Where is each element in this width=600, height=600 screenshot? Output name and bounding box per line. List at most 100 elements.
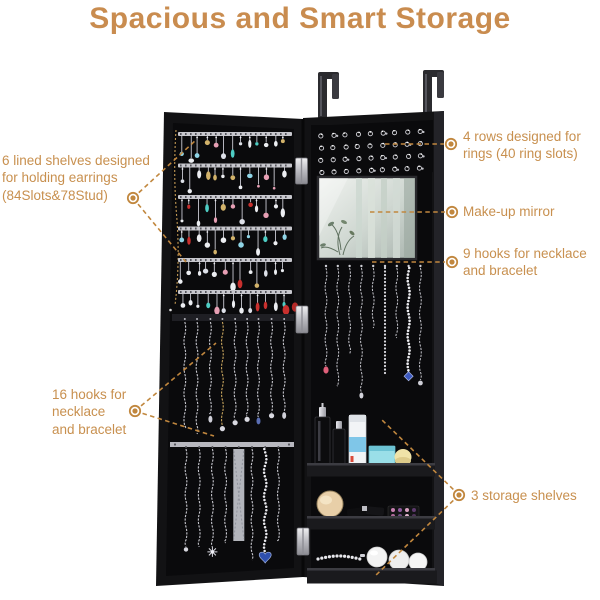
decor-shape	[248, 202, 253, 207]
decor-shape	[336, 267, 340, 387]
decor-shape	[323, 366, 329, 374]
decor-shape	[245, 321, 249, 417]
decor-shape	[383, 280, 387, 284]
callout-dot-rings	[444, 137, 458, 151]
decor-shape	[196, 318, 199, 320]
decor-shape	[383, 319, 387, 322]
decor-shape	[418, 128, 421, 131]
decor-shape	[181, 168, 184, 170]
decor-shape	[348, 267, 351, 355]
decor-shape	[262, 522, 266, 526]
decor-shape	[239, 168, 242, 170]
decor-shape	[418, 380, 423, 386]
decor-shape	[195, 321, 199, 435]
decor-shape	[407, 326, 411, 329]
decor-shape	[422, 130, 425, 134]
decor-shape	[257, 321, 260, 418]
decor-shape	[406, 306, 409, 309]
decor-shape	[183, 547, 189, 552]
decor-shape	[383, 284, 387, 287]
decor-shape	[272, 186, 276, 190]
bracelet-on-shelf	[316, 554, 365, 561]
cosmetic-tube-white	[348, 414, 367, 466]
decor-shape	[194, 153, 200, 158]
decor-shape	[369, 143, 371, 145]
decor-shape	[248, 136, 251, 139]
decor-shape	[407, 129, 410, 132]
decor-shape	[370, 167, 373, 170]
callout-line-shelves-up	[380, 418, 460, 496]
decor-shape	[383, 326, 387, 329]
decor-shape	[406, 329, 410, 333]
over-door-hook-left	[318, 72, 339, 120]
decor-shape	[332, 157, 335, 159]
callout-text: Make-up mirror	[463, 204, 555, 219]
callout-text: 16 hooks for	[52, 387, 127, 402]
decor-shape	[339, 554, 343, 558]
decor-shape	[406, 273, 410, 276]
decor-shape	[382, 142, 385, 145]
decor-shape	[238, 142, 243, 146]
decor-shape	[263, 474, 267, 478]
decor-shape	[407, 270, 410, 273]
decor-shape	[407, 296, 411, 300]
decor-shape	[187, 236, 191, 245]
decor-shape	[406, 166, 409, 168]
decor-shape	[407, 286, 411, 290]
decor-shape	[320, 169, 322, 172]
decor-shape	[264, 478, 268, 481]
decor-shape	[407, 312, 410, 316]
decor-shape	[196, 234, 202, 242]
decor-shape	[240, 294, 243, 297]
decor-shape	[178, 279, 183, 284]
decor-shape	[233, 450, 245, 540]
decor-shape	[327, 555, 331, 559]
round-containers-white	[366, 546, 428, 572]
decor-shape	[230, 149, 235, 158]
decor-shape	[181, 199, 183, 202]
callout-storage-shelves: 3 storage shelves	[471, 487, 577, 504]
mirror-plant-reflection	[320, 223, 355, 256]
decor-shape	[238, 185, 243, 190]
decor-shape	[209, 318, 212, 320]
decor-shape	[383, 361, 387, 364]
necklace-hook-bar-lower	[170, 442, 294, 447]
decor-shape	[408, 319, 411, 323]
decor-shape	[270, 318, 273, 320]
decor-shape	[263, 301, 268, 310]
decor-shape	[320, 145, 322, 148]
decor-shape	[184, 448, 188, 547]
decor-shape	[274, 140, 278, 147]
callout-dot-earrings	[126, 191, 140, 205]
decor-shape	[211, 446, 214, 448]
decor-shape	[264, 485, 268, 488]
decor-shape	[255, 302, 260, 312]
decor-shape	[239, 136, 242, 139]
decor-shape	[264, 454, 268, 458]
decor-shape	[211, 448, 214, 548]
decor-shape	[205, 204, 209, 213]
decor-shape	[248, 270, 253, 275]
decor-shape	[263, 498, 266, 502]
decor-shape	[209, 321, 212, 416]
decor-shape	[395, 154, 397, 157]
decor-shape	[185, 446, 187, 448]
decor-shape	[406, 303, 410, 306]
decor-shape	[239, 218, 245, 225]
decor-shape	[180, 303, 186, 308]
decor-shape	[264, 488, 267, 492]
decor-shape	[406, 362, 409, 366]
decor-shape	[383, 368, 387, 371]
decor-shape	[359, 392, 364, 399]
callout-text: and bracelet	[52, 421, 127, 437]
decor-shape	[221, 174, 225, 179]
cosmetic-bottle-black-1	[314, 403, 331, 466]
decor-shape	[265, 481, 268, 485]
decor-shape	[208, 415, 213, 423]
decor-shape	[354, 556, 358, 560]
decor-shape	[383, 308, 387, 312]
decor-shape	[408, 345, 411, 349]
decor-shape	[211, 271, 217, 277]
decor-shape	[186, 270, 192, 276]
